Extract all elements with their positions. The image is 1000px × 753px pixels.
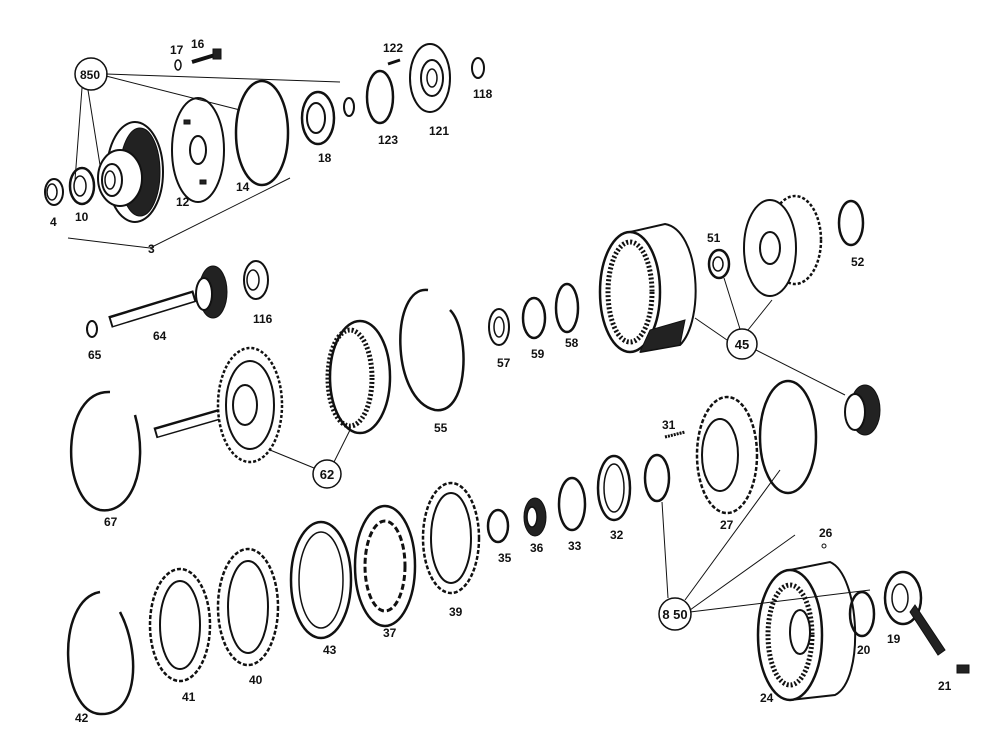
label-35: 35 xyxy=(498,551,512,565)
label-32: 32 xyxy=(610,528,624,542)
label-51: 51 xyxy=(707,231,721,245)
label-58: 58 xyxy=(565,336,579,350)
part-ring-850b xyxy=(643,453,671,503)
part-sun-gear-45 xyxy=(844,384,881,436)
part-35-washer xyxy=(486,508,510,544)
part-snap-ring-small xyxy=(343,97,355,117)
part-12-pump-cover-plate xyxy=(171,97,225,203)
part-17-washer xyxy=(174,59,182,71)
label-121: 121 xyxy=(429,124,449,138)
part-20-ring xyxy=(848,590,876,638)
label-18: 18 xyxy=(318,151,332,165)
part-32-spring-plate xyxy=(596,454,632,522)
label-45: 45 xyxy=(735,337,749,352)
part-65-ring xyxy=(86,320,98,338)
part-internal-ring-gear-large xyxy=(598,222,697,354)
part-ring-gear-internal xyxy=(325,319,392,435)
part-51-bearing xyxy=(707,248,731,280)
label-40: 40 xyxy=(249,673,263,687)
part-4-bushing xyxy=(44,178,64,206)
callout-62 xyxy=(269,429,351,489)
part-14-o-ring xyxy=(234,79,290,187)
label-12: 12 xyxy=(176,195,190,209)
part-121-cover xyxy=(409,43,451,113)
part-36-bearing xyxy=(523,497,547,537)
part-27-piston xyxy=(695,395,759,515)
part-55-snap-ring xyxy=(399,288,465,412)
label-36: 36 xyxy=(530,541,544,555)
label-59: 59 xyxy=(531,347,545,361)
part-122-screw xyxy=(387,58,401,66)
part-21-block xyxy=(956,664,970,674)
part-26-pin xyxy=(821,543,827,549)
part-16-bolt xyxy=(191,48,222,64)
label-118: 118 xyxy=(473,87,493,101)
label-65: 65 xyxy=(88,348,102,362)
label-55: 55 xyxy=(434,421,448,435)
label-33: 33 xyxy=(568,539,582,553)
part-43-plate xyxy=(289,520,353,640)
part-18-bearing xyxy=(300,90,336,146)
part-39-steel-plate xyxy=(421,481,481,595)
label-42: 42 xyxy=(75,711,89,725)
part-37-friction-plate xyxy=(353,504,417,628)
label-122: 122 xyxy=(383,41,403,55)
part-31-pin xyxy=(664,430,686,439)
label-26: 26 xyxy=(819,526,833,540)
label-21: 21 xyxy=(938,679,952,693)
part-planetary-carrier-upper xyxy=(743,194,823,297)
label-10: 10 xyxy=(75,210,89,224)
label-14: 14 xyxy=(236,180,250,194)
label-116: 116 xyxy=(253,312,273,326)
part-3-pump-housing xyxy=(97,121,164,223)
label-24: 24 xyxy=(760,691,774,705)
label-20: 20 xyxy=(857,643,871,657)
part-64-input-shaft xyxy=(108,265,228,328)
part-118-ring xyxy=(471,57,485,79)
label-57: 57 xyxy=(497,356,511,370)
part-52-snap-ring xyxy=(837,199,865,247)
part-24-clutch-drum xyxy=(756,560,857,702)
part-62-planetary-carrier xyxy=(153,346,284,464)
label-123: 123 xyxy=(378,133,398,147)
part-116-nut xyxy=(243,260,269,300)
part-33-ring xyxy=(557,476,587,532)
callout-45 xyxy=(694,277,846,396)
part-123-o-ring xyxy=(365,69,395,125)
part-19-lever xyxy=(883,570,946,656)
part-oring-27 xyxy=(758,379,818,495)
label-37: 37 xyxy=(383,626,397,640)
part-59-washer xyxy=(521,296,547,340)
part-10-seal-ring xyxy=(68,166,96,206)
label-27: 27 xyxy=(720,518,734,532)
label-850-bottom: 8 50 xyxy=(662,607,687,622)
label-43: 43 xyxy=(323,643,337,657)
label-17: 17 xyxy=(170,43,184,57)
bracket-3 xyxy=(67,177,291,249)
label-850-top: 850 xyxy=(80,68,100,82)
label-16: 16 xyxy=(191,37,205,51)
part-41-plate xyxy=(148,567,212,683)
label-52: 52 xyxy=(851,255,865,269)
label-19: 19 xyxy=(887,632,901,646)
part-57-thrust-washer xyxy=(488,308,510,346)
label-62: 62 xyxy=(320,467,334,482)
label-64: 64 xyxy=(153,329,167,343)
callout-850-top xyxy=(74,57,341,181)
part-40-plate xyxy=(216,547,280,667)
label-67: 67 xyxy=(104,515,118,529)
part-67-snap-ring xyxy=(69,390,142,512)
label-41: 41 xyxy=(182,690,196,704)
part-42-snap-ring xyxy=(66,590,135,716)
label-39: 39 xyxy=(449,605,463,619)
label-4: 4 xyxy=(50,215,57,229)
label-31: 31 xyxy=(662,418,676,432)
label-3: 3 xyxy=(148,242,155,256)
callout-850-bottom xyxy=(658,469,871,631)
part-58-ring xyxy=(554,282,580,334)
